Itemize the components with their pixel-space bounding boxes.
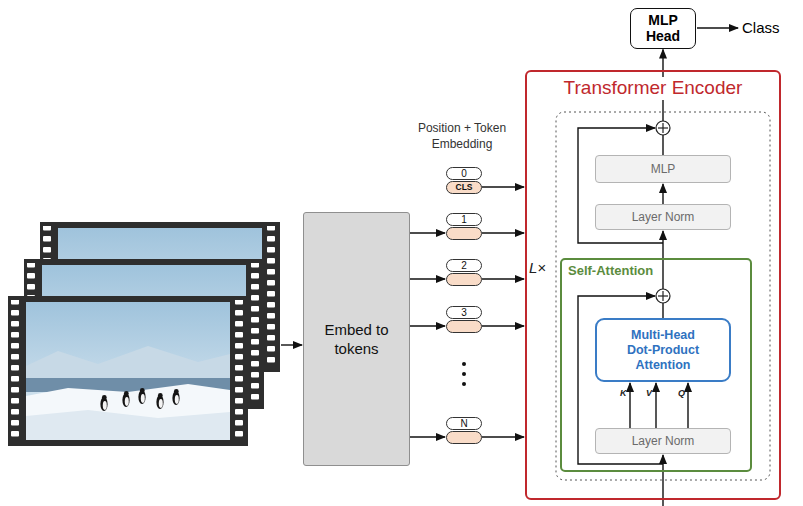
video-frame [8,296,248,446]
attention-box: Multi-Head Dot-Product Attention [595,318,731,382]
token-embedding [446,431,482,444]
connector-arrow [410,278,445,279]
token: 0CLS [446,167,482,194]
position-index: 3 [446,306,482,319]
position-number: 2 [461,261,467,271]
output-label: Class [742,19,798,37]
encoder-block: Transformer EncoderMLPLayer NormSelf-Att… [525,70,781,500]
token-embedding: CLS [446,181,482,194]
ellipsis-dot [462,362,466,366]
norm-box: Layer Norm [595,204,731,230]
embed-text: Embed to tokens [314,320,399,359]
norm-text: Layer Norm [632,210,695,224]
connector-arrow [662,50,663,156]
token-embedding [446,320,482,333]
layer-block-outline [556,112,770,480]
mlp-box: MLP [595,155,731,183]
edge-label: Q [678,388,685,398]
token: 3 [446,306,482,333]
edge-label: V [646,388,652,398]
connector-arrow [482,325,524,326]
connector-arrow [687,383,688,428]
connector-arrow [482,232,524,233]
token: 1 [446,213,482,240]
connector-arrow [482,436,524,437]
connector-arrow [410,436,445,437]
norm-text: Layer Norm [632,434,695,448]
sum-circle [656,289,670,303]
ellipsis-dot [462,372,466,376]
position-index: 0 [446,167,482,180]
attention-text: Multi-Head Dot-Product Attention [619,328,707,373]
token: 2 [446,259,482,286]
token-label: CLS [456,183,473,192]
token-embedding [446,273,482,286]
input-arrow [281,344,302,345]
embed-box: Embed to tokens [303,212,410,466]
mlp-text: MLP [651,162,676,176]
position-number: N [460,419,467,429]
token: N [446,417,482,444]
connector-arrow [410,325,445,326]
sum-plus [662,123,663,133]
attention-block: Self-AttentionMulti-Head Dot-Product Att… [560,258,752,472]
output-arrow [697,27,738,28]
position-index: 1 [446,213,482,226]
connector-arrow [655,383,656,428]
position-number: 3 [461,308,467,318]
connector-arrow [482,278,524,279]
connector-arrow [629,383,630,428]
norm-box: Layer Norm [595,428,731,454]
connector-arrow [662,184,663,204]
position-number: 0 [461,169,467,179]
edge-label: K [620,388,627,398]
layer-count: L× [529,259,555,277]
sum-symbol [656,121,670,135]
encoder-text: Transformer Encoder [561,77,746,100]
sum-plus [662,291,663,301]
connector-arrow [482,186,524,187]
ellipsis-dot [462,382,466,386]
connector-arrow [662,231,663,318]
connector-arrow [410,232,445,233]
position-index: 2 [446,259,482,272]
mlp-head-box: MLP Head [630,8,696,49]
position-number: 1 [461,215,467,225]
embedding-caption: Position + Token Embedding [400,121,524,152]
token-embedding [446,227,482,240]
sum-circle [656,121,670,135]
mlp-head-text: MLP Head [635,12,691,44]
sum-symbol [656,289,670,303]
attention-text: Self-Attention [568,263,653,279]
position-index: N [446,417,482,430]
